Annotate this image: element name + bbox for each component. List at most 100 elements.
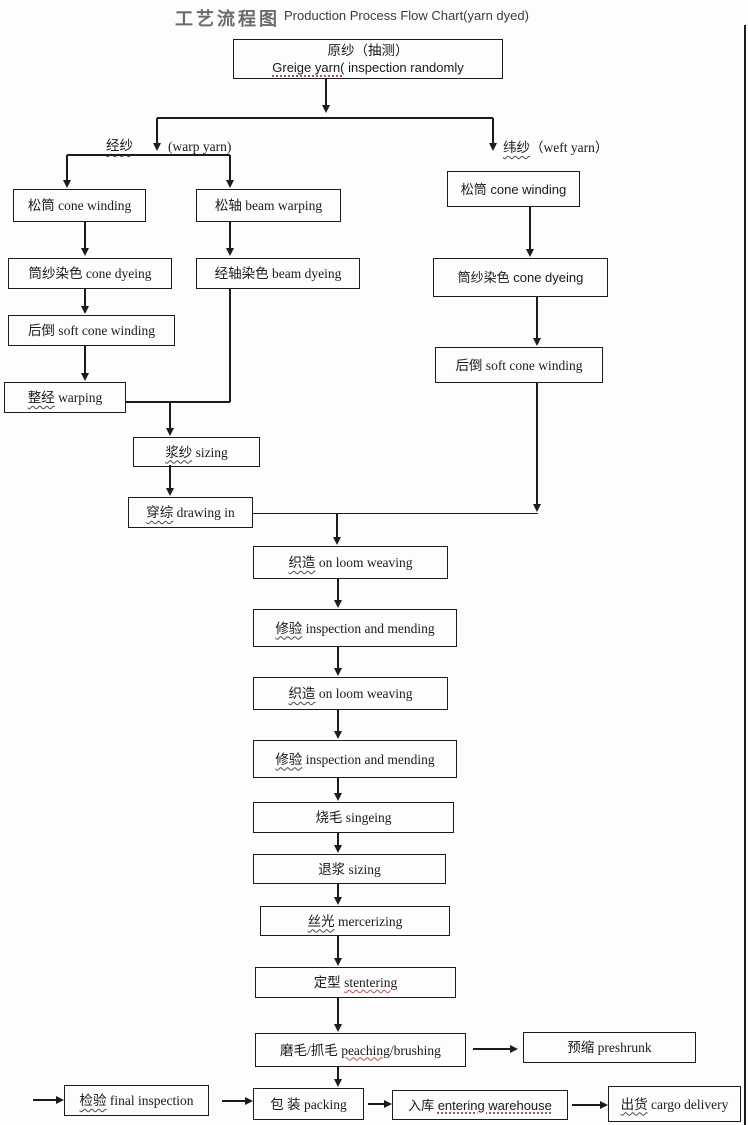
- node-text-segment: 预缩 preshrunk: [567, 1040, 652, 1055]
- label-weft-yarn: 纬纱（weft yarn）: [503, 139, 608, 156]
- node-text-segment: 松筒 cone winding: [27, 198, 132, 213]
- node-text-segment: (warp yarn): [168, 139, 232, 154]
- beam-dyeing-drop-line: [229, 289, 231, 402]
- node-text-row: 烧毛 singeing: [315, 809, 391, 826]
- node-text-segment: 修验: [275, 751, 303, 767]
- arrow-desizing-to-mercerizing-head: [333, 897, 342, 905]
- arrow-inspection-to-packing: [222, 1100, 245, 1102]
- node-text-segment: 丝光: [307, 913, 335, 929]
- node-text-segment: mercerizing: [334, 913, 403, 929]
- node-text-row: 后倒 soft cone winding: [455, 357, 582, 374]
- arrow-singeing-to-desizing: [337, 833, 339, 845]
- arrow-stentering-to-peaching: [337, 998, 339, 1024]
- box-desizing: 退浆 sizing: [253, 854, 446, 884]
- arrow-weaving1-to-mending1-head: [333, 600, 342, 608]
- arrow-merge-to-weaving-head: [332, 537, 341, 545]
- node-text-segment: 纬纱: [503, 140, 530, 155]
- arrow-weft-cone-to-dyeing: [529, 207, 531, 249]
- page-title-en: Production Process Flow Chart(yarn dyed): [284, 8, 529, 23]
- node-text-row: 包 装 packing: [270, 1096, 347, 1113]
- page-right-border: [743, 25, 746, 1125]
- box-beam-dyeing: 经轴染色 beam dyeing: [196, 258, 360, 289]
- node-text-row: (warp yarn): [168, 138, 231, 155]
- merge-line-warping: [126, 401, 230, 403]
- node-text-segment: 退浆 sizing: [318, 861, 381, 877]
- node-text-row: 整经 warping: [28, 389, 103, 406]
- node-text-segment: 包 装 packing: [270, 1096, 347, 1112]
- arrow-mending2-to-singeing: [337, 778, 339, 793]
- box-mercerizing: 丝光 mercerizing: [260, 906, 450, 936]
- node-text-segment: 整经: [27, 390, 55, 405]
- box-mending-1: 修验 inspection and mending: [253, 609, 457, 647]
- arrow-sizing-to-drawing-in-head: [165, 488, 174, 496]
- node-text-segment: /brushing: [389, 1042, 441, 1058]
- node-text-segment: 烧毛 singeing: [315, 810, 392, 825]
- arrow-soft-to-warping: [84, 346, 86, 373]
- arrow-into-final-inspection-head: [56, 1095, 64, 1104]
- node-text-segment: inspection and mending: [302, 751, 435, 767]
- node-text-segment: on loom weaving: [315, 555, 413, 570]
- box-greige-yarn: 原纱（抽测）Greige yarn( inspection randomly: [233, 39, 503, 79]
- node-text-row: 丝光 mercerizing: [308, 913, 403, 930]
- box-weft-soft-cone-winding: 后倒 soft cone winding: [435, 347, 603, 383]
- node-text-segment: 穿综: [146, 505, 174, 520]
- node-text-segment: （weft yarn）: [530, 140, 609, 155]
- arrow-stentering-to-peaching-head: [333, 1024, 342, 1032]
- arrow-mending1-to-weaving2: [337, 647, 339, 668]
- page-title-cjk: 工艺流程图: [175, 9, 280, 29]
- arrow-soft-to-warping-head: [80, 373, 89, 381]
- box-warp-cone-dyeing: 筒纱染色 cone dyeing: [8, 258, 172, 289]
- arrow-peaching-to-preshrunk: [473, 1048, 510, 1050]
- node-text-segment: 磨毛/抓毛: [280, 1042, 342, 1058]
- node-text-row: 浆纱 sizing: [165, 444, 228, 461]
- box-final-inspection: 检验 final inspection: [64, 1085, 209, 1116]
- node-text-segment: 经轴染色 beam dyeing: [214, 266, 342, 281]
- box-singeing: 烧毛 singeing: [253, 802, 454, 833]
- arrow-into-final-inspection: [33, 1099, 56, 1101]
- box-entering-warehouse: 入库 entering warehouse: [392, 1090, 568, 1120]
- node-text-segment: inspection and mending: [302, 620, 435, 636]
- arrow-beam-warping-to-dyeing-head: [225, 248, 234, 256]
- box-sizing: 浆纱 sizing: [133, 437, 260, 467]
- box-weft-cone-dyeing: 筒纱染色 cone dyeing: [433, 258, 608, 297]
- arrow-weft-drop-head: [488, 143, 497, 151]
- arrow-merge-to-weaving: [336, 513, 338, 537]
- arrow-weaving2-to-mending2-head: [333, 731, 342, 739]
- node-text-row: 入库 entering warehouse: [408, 1097, 552, 1114]
- node-text-row: 原纱（抽测）: [328, 42, 409, 59]
- node-text-row: 纬纱（weft yarn）: [503, 139, 608, 156]
- arrow-weft-dyeing-to-soft-head: [532, 338, 541, 346]
- box-weaving-2: 织造 on loom weaving: [253, 677, 448, 710]
- node-text-row: 定型 stentering: [314, 974, 398, 991]
- arrow-packing-to-warehouse: [368, 1103, 384, 1105]
- node-text-segment: 入库: [408, 1097, 438, 1113]
- node-text-segment: final inspection: [106, 1093, 194, 1108]
- node-text-segment: cargo delivery: [647, 1096, 729, 1112]
- label-warp-yarn-cjk: 经纱: [106, 137, 133, 154]
- node-text-row: 穿综 drawing in: [146, 504, 235, 521]
- arrow-to-warp-cone-winding-head: [62, 180, 71, 188]
- node-text-segment: inspection randomly: [344, 60, 464, 75]
- node-text-row: 织造 on loom weaving: [288, 685, 412, 702]
- arrow-to-beam-warping: [229, 155, 231, 180]
- node-text-segment: 浆纱: [165, 444, 193, 460]
- node-text-row: 松筒 cone winding: [28, 197, 132, 214]
- arrow-packing-to-warehouse-head: [384, 1099, 392, 1108]
- box-drawing-in: 穿综 drawing in: [128, 497, 253, 528]
- node-text-segment: 筒纱染色 cone dyeing: [28, 266, 152, 281]
- node-text-row: Greige yarn( inspection randomly: [272, 59, 463, 76]
- node-text-segment: 出货: [620, 1096, 648, 1112]
- node-text-segment: 修验: [275, 620, 303, 636]
- arrow-warp-dyeing-to-soft-head: [80, 306, 89, 314]
- node-text-row: 筒纱染色 cone dyeing: [458, 269, 584, 286]
- node-text-segment: 松筒 cone winding: [460, 181, 567, 197]
- node-text-row: 松筒 cone winding: [461, 181, 567, 198]
- node-text-segment: 原纱（抽测）: [327, 43, 409, 58]
- node-text-segment: 检验: [79, 1093, 107, 1108]
- node-text-segment: 松轴 beam warping: [214, 198, 323, 213]
- arrow-weft-soft-to-merge-head: [532, 504, 541, 512]
- node-text-segment: 织造: [288, 686, 316, 701]
- label-warp-yarn-en: (warp yarn): [168, 138, 231, 155]
- arrow-mending2-to-singeing-head: [333, 793, 342, 801]
